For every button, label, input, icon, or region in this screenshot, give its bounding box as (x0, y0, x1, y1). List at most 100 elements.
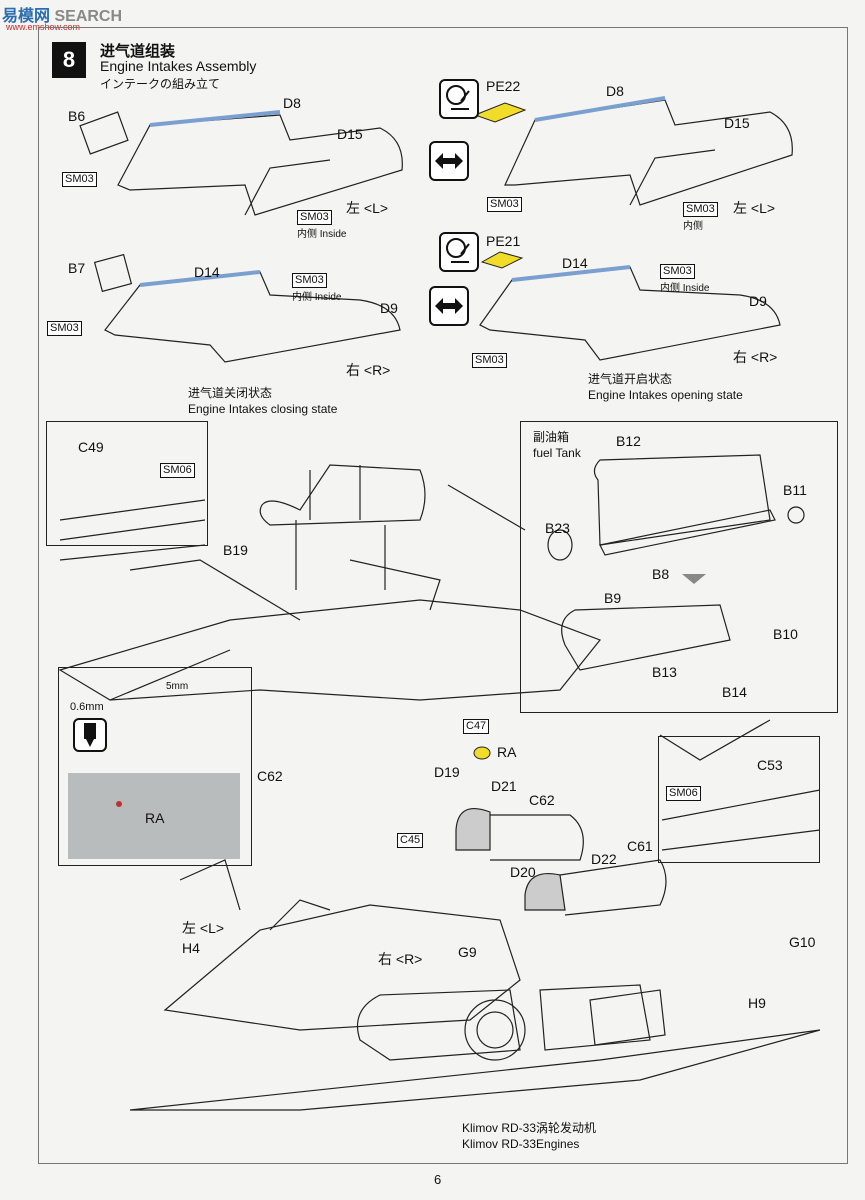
part-d15-2: D15 (724, 115, 750, 131)
closing-state-cn: 进气道关闭状态 (188, 386, 273, 400)
part-b7: B7 (68, 260, 86, 276)
page-number: 6 (434, 1172, 442, 1187)
part-h4: H4 (182, 940, 200, 956)
part-b19: B19 (223, 542, 248, 558)
intake-right-open (479, 266, 781, 361)
label-inside-2: 内侧 Inside (292, 292, 342, 303)
drill-icon (73, 718, 107, 752)
part-b11: B11 (783, 482, 807, 498)
inset-c49-box (46, 421, 208, 546)
inset-c53-box (658, 736, 820, 863)
step-title-jp: インテークの組み立て (100, 77, 221, 91)
part-d14-2: D14 (562, 255, 588, 271)
part-c62-1: C62 (257, 768, 283, 784)
down-arrow-icon (682, 574, 706, 584)
part-b10: B10 (773, 626, 798, 642)
fuselage-upper (58, 599, 601, 701)
part-d22: D22 (591, 851, 617, 867)
intake-left-open (504, 99, 793, 206)
part-pe21: PE21 (486, 233, 521, 249)
inset-fuel-tank-box (520, 421, 838, 713)
label-left-2: 左 <L> (733, 200, 776, 216)
inset-photo (68, 773, 240, 859)
tag-sm06-2: SM06 (666, 786, 701, 801)
part-c61: C61 (627, 838, 653, 854)
fuel-tank-assembled (561, 604, 731, 671)
engine-nozzle-2 (589, 989, 666, 1046)
fuel-tank-center (259, 464, 426, 526)
drill-size-label: 0.6mm (70, 701, 104, 713)
engine-fan (464, 999, 526, 1061)
part-d8-2: D8 (606, 83, 624, 99)
dimension-label: 5mm (166, 681, 189, 692)
engine-nozzle-1 (539, 984, 651, 1051)
step-title-cn: 进气道组装 (100, 43, 176, 60)
part-g9: G9 (458, 944, 477, 960)
paint-icon (439, 79, 479, 119)
part-d21: D21 (491, 778, 517, 794)
closing-state-en: Engine Intakes closing state (188, 402, 338, 416)
watermark-brand: 易模网 (2, 8, 51, 25)
tag-sm03-5: SM03 (292, 273, 327, 288)
pe22-shape (473, 102, 527, 123)
engine-body (356, 989, 521, 1061)
label-inside-1: 内侧 Inside (297, 229, 347, 240)
tag-c47: C47 (463, 719, 490, 734)
tag-sm03-2: SM03 (297, 210, 332, 225)
label-right-2: 右 <R> (733, 349, 778, 365)
fuel-tank-en: fuel Tank (533, 446, 581, 460)
part-d9-2: D9 (749, 293, 767, 309)
part-c49: C49 (78, 439, 104, 455)
part-b6: B6 (68, 108, 86, 124)
tag-sm06-1: SM06 (160, 463, 195, 478)
blue-strip-d14-left (139, 270, 261, 287)
label-inside-3: 内侧 Inside (660, 283, 710, 294)
tag-sm03-8: SM03 (472, 353, 507, 368)
ra-marker-dot (116, 801, 122, 807)
part-b7-shape (93, 253, 133, 293)
part-c53: C53 (757, 757, 783, 773)
part-b6-shape (79, 111, 129, 155)
part-b14: B14 (722, 684, 747, 700)
blue-strip-d14-right (511, 265, 631, 282)
step-title-en: Engine Intakes Assembly (100, 58, 257, 74)
label-right-3: 右 <R> (378, 951, 423, 967)
part-b23: B23 (545, 520, 570, 536)
part-d14-1: D14 (194, 264, 220, 280)
fuselage-lower (129, 1029, 821, 1111)
tag-sm03-4: SM03 (683, 202, 718, 217)
watermark-search: SEARCH (54, 8, 123, 25)
part-d9-1: D9 (380, 300, 398, 316)
part-c62-2: C62 (529, 792, 555, 808)
opening-state-en: Engine Intakes opening state (588, 388, 743, 402)
pe21-shape (480, 251, 524, 269)
swap-arrows-icon-2 (429, 286, 469, 326)
part-c62-lower-shape (455, 808, 491, 851)
page-frame (38, 27, 848, 1164)
part-b9: B9 (604, 590, 622, 606)
label-left-1: 左 <L> (346, 200, 389, 216)
part-b13: B13 (652, 664, 677, 680)
tag-sm03-7: SM03 (660, 264, 695, 279)
part-pe22: PE22 (486, 78, 521, 94)
part-c61-lower-shape (524, 873, 566, 911)
tag-c45: C45 (397, 833, 424, 848)
part-h9: H9 (748, 995, 766, 1011)
part-d20: D20 (510, 864, 536, 880)
paint-icon-2 (439, 232, 479, 272)
label-inside-cn: 内侧 (683, 221, 703, 232)
part-ra-2: RA (497, 744, 517, 760)
tag-sm03-6: SM03 (47, 321, 82, 336)
fuel-tank-exploded (593, 454, 771, 546)
part-b12: B12 (616, 433, 641, 449)
engine-label-cn: Klimov RD-33涡轮发动机 (462, 1121, 597, 1135)
watermark-logo: 易模网 SEARCH (2, 2, 122, 26)
part-ra-1: RA (145, 810, 165, 826)
fuel-tank-cn: 副油箱 (533, 430, 570, 444)
swap-arrows-icon (429, 141, 469, 181)
label-right-1: 右 <R> (346, 362, 391, 378)
intake-left-closed (117, 114, 403, 216)
blue-strip-d8-left (149, 110, 281, 127)
part-c47-shape (473, 746, 491, 760)
